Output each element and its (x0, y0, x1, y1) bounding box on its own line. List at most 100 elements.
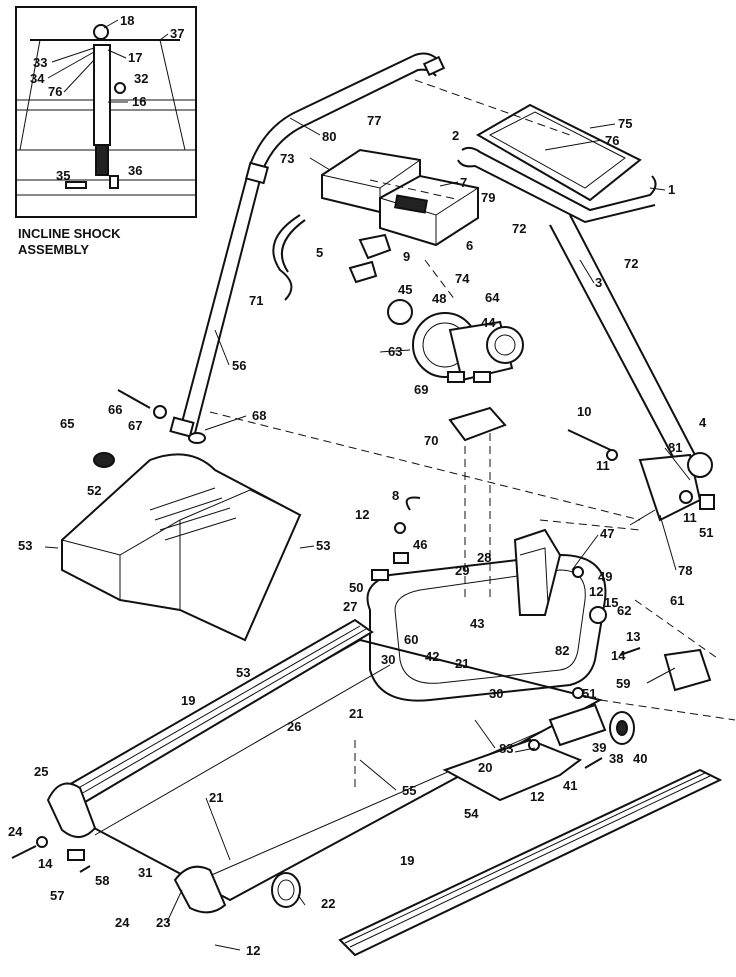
callout-label: 49 (598, 569, 612, 584)
callout-label: 12 (355, 507, 369, 522)
callout-label: 19 (181, 693, 195, 708)
callout-label: 24 (115, 915, 130, 930)
callout-label: 24 (8, 824, 23, 839)
inset-incline-shock (15, 6, 197, 218)
callout-label: 55 (402, 783, 416, 798)
callout-label: 50 (349, 580, 363, 595)
callout-label: 69 (414, 382, 428, 397)
inset-caption: ASSEMBLY (18, 242, 89, 257)
callout-label: 10 (577, 404, 591, 419)
callout-label: 78 (678, 563, 692, 578)
callout-label: 79 (481, 190, 495, 205)
callout-label: 72 (624, 256, 638, 271)
callout-label: 53 (316, 538, 330, 553)
callout-label: 51 (582, 686, 596, 701)
callout-label: 15 (604, 595, 618, 610)
callout-label: 46 (413, 537, 427, 552)
callout-label: 21 (349, 706, 363, 721)
callout-label: 62 (617, 603, 631, 618)
inset-label: 76 (48, 84, 62, 99)
callout-label: 68 (252, 408, 266, 423)
callout-label: 58 (95, 873, 109, 888)
callout-label: 83 (499, 741, 513, 756)
callout-label: 27 (343, 599, 357, 614)
callout-label: 48 (432, 291, 446, 306)
callout-label: 31 (138, 865, 152, 880)
callout-label: 47 (600, 526, 614, 541)
callout-label: 81 (668, 440, 682, 455)
callout-label: 43 (470, 616, 484, 631)
callout-label: 67 (128, 418, 142, 433)
callout-label: 74 (455, 271, 470, 286)
callout-label: 59 (616, 676, 630, 691)
callout-label: 14 (38, 856, 53, 871)
callout-label: 65 (60, 416, 74, 431)
callout-label: 9 (403, 249, 410, 264)
callout-label: 44 (481, 315, 496, 330)
inset-label: 35 (56, 168, 70, 183)
callout-label: 12 (530, 789, 544, 804)
callout-label: 11 (596, 458, 610, 473)
inset-label: 32 (134, 71, 148, 86)
callout-label: 2 (452, 128, 459, 143)
callout-label: 53 (236, 665, 250, 680)
callout-label: 28 (477, 550, 491, 565)
callout-label: 70 (424, 433, 438, 448)
callout-label: 6 (466, 238, 473, 253)
callout-label: 26 (287, 719, 301, 734)
callout-label: 40 (633, 751, 647, 766)
callout-label: 12 (589, 584, 603, 599)
inset-label: 18 (120, 13, 134, 28)
callout-label: 3 (595, 275, 602, 290)
callout-label: 80 (322, 129, 336, 144)
callout-label: 8 (392, 488, 399, 503)
callout-label: 23 (156, 915, 170, 930)
inset-label: 37 (170, 26, 184, 41)
callout-label: 29 (455, 563, 469, 578)
callout-label: 5 (316, 245, 323, 260)
inset-caption: INCLINE SHOCK (18, 226, 121, 241)
callout-label: 60 (404, 632, 418, 647)
callout-label: 45 (398, 282, 412, 297)
callout-label: 7 (460, 175, 467, 190)
callout-label: 14 (611, 648, 626, 663)
callout-label: 21 (455, 656, 469, 671)
callout-label: 11 (683, 510, 697, 525)
callout-label: 20 (478, 760, 492, 775)
inset-label: 33 (33, 55, 47, 70)
callout-label: 61 (670, 593, 684, 608)
callout-label: 76 (605, 133, 619, 148)
inset-label: 34 (30, 71, 45, 86)
callout-label: 52 (87, 483, 101, 498)
callout-label: 75 (618, 116, 632, 131)
callout-label: 25 (34, 764, 48, 779)
callout-label: 51 (699, 525, 713, 540)
inset-label: 16 (132, 94, 146, 109)
callout-label: 41 (563, 778, 577, 793)
callout-label: 63 (388, 344, 402, 359)
callout-label: 66 (108, 402, 122, 417)
callout-label: 4 (699, 415, 707, 430)
callout-label: 19 (400, 853, 414, 868)
callout-label: 21 (209, 790, 223, 805)
callout-label: 57 (50, 888, 64, 903)
callout-label: 30 (381, 652, 395, 667)
callout-label: 39 (592, 740, 606, 755)
inset-label: 17 (128, 50, 142, 65)
callout-label: 22 (321, 896, 335, 911)
callout-label: 54 (464, 806, 479, 821)
callout-label: 72 (512, 221, 526, 236)
callout-label: 71 (249, 293, 263, 308)
callout-label: 82 (555, 643, 569, 658)
inset-label: 36 (128, 163, 142, 178)
callout-label: 77 (367, 113, 381, 128)
callout-label: 73 (280, 151, 294, 166)
callout-label: 30 (489, 686, 503, 701)
callout-label: 12 (246, 943, 260, 958)
callout-label: 1 (668, 182, 675, 197)
callout-label: 13 (626, 629, 640, 644)
callout-label: 53 (18, 538, 32, 553)
callout-label: 38 (609, 751, 623, 766)
callout-label: 42 (425, 649, 439, 664)
